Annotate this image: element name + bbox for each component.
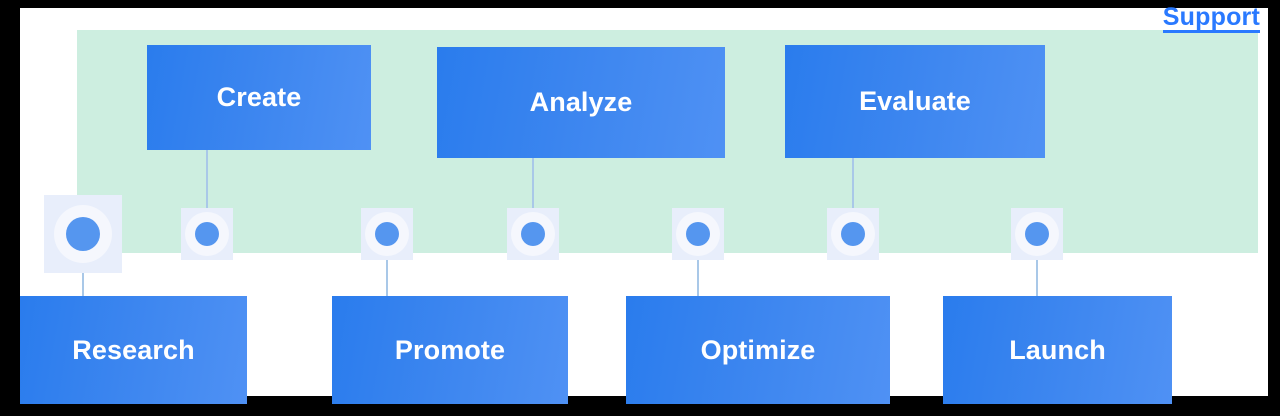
timeline-node-7[interactable] — [1011, 208, 1063, 260]
node-dot-icon — [1025, 222, 1049, 246]
process-card-create[interactable]: Create — [147, 45, 371, 150]
connector-analyze-to-node — [532, 158, 534, 226]
connector-node-to-optimize — [697, 243, 699, 303]
timeline-node-2[interactable] — [181, 208, 233, 260]
process-card-label: Analyze — [529, 87, 633, 117]
process-card-label: Promote — [394, 334, 506, 365]
process-card-label: Optimize — [700, 334, 816, 365]
process-card-label: Research — [72, 334, 195, 365]
process-card-evaluate[interactable]: Evaluate — [785, 45, 1045, 158]
timeline-node-5[interactable] — [672, 208, 724, 260]
diagram-canvas: Create Analyze Evaluate — [20, 4, 1268, 404]
connector-node-to-promote — [386, 243, 388, 303]
node-dot-icon — [195, 222, 219, 246]
connector-node-to-launch — [1036, 243, 1038, 303]
node-dot-icon — [375, 222, 399, 246]
connector-evaluate-to-node — [852, 158, 854, 226]
process-card-label: Create — [216, 82, 302, 112]
timeline-node-6[interactable] — [827, 208, 879, 260]
timeline-node-1[interactable] — [44, 195, 122, 273]
process-card-optimize[interactable]: Optimize — [626, 296, 890, 404]
node-dot-icon — [521, 222, 545, 246]
node-dot-icon — [841, 222, 865, 246]
process-card-research[interactable]: Research — [20, 296, 247, 404]
process-card-promote[interactable]: Promote — [332, 296, 568, 404]
timeline-node-4[interactable] — [507, 208, 559, 260]
process-card-label: Evaluate — [859, 86, 971, 116]
timeline-node-3[interactable] — [361, 208, 413, 260]
node-dot-icon — [686, 222, 710, 246]
node-dot-icon — [66, 217, 100, 251]
process-card-launch[interactable]: Launch — [943, 296, 1172, 404]
connector-create-to-node — [206, 150, 208, 224]
support-link[interactable]: Support — [1162, 4, 1260, 34]
process-card-label: Launch — [1009, 334, 1106, 365]
process-card-analyze[interactable]: Analyze — [437, 47, 725, 158]
connector-node-to-research — [82, 243, 84, 303]
